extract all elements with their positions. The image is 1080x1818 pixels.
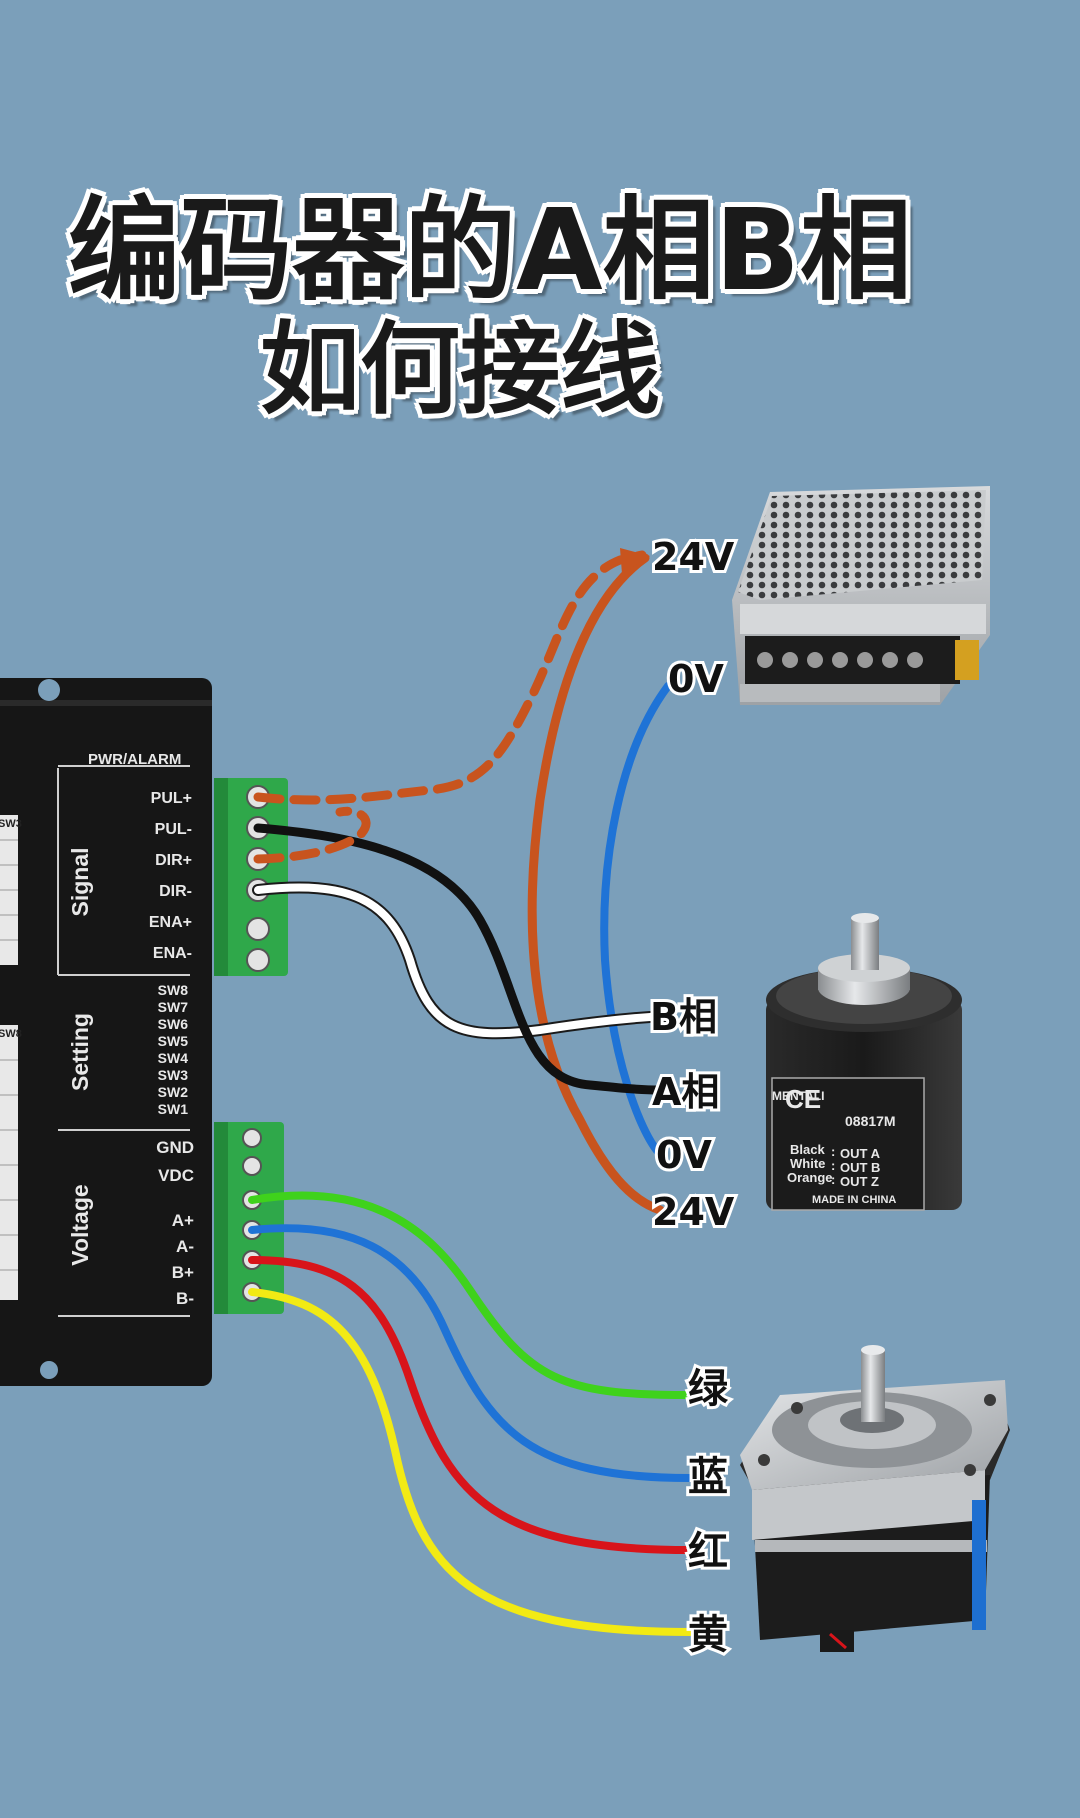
pin-label: PUL+ bbox=[151, 790, 192, 807]
setting-section-label: Setting bbox=[67, 1013, 93, 1091]
wire-color-label: White bbox=[790, 1156, 825, 1171]
pin-label: DIR- bbox=[159, 883, 192, 900]
wire-black-a-phase bbox=[253, 823, 665, 1095]
voltage-section-label: Voltage bbox=[67, 1184, 93, 1265]
switch-label: SW7 bbox=[158, 999, 189, 1015]
label-blue: 蓝 bbox=[688, 1454, 728, 1500]
output-label: OUT B bbox=[840, 1160, 880, 1175]
wire-orange-24v bbox=[527, 553, 665, 1215]
encoder-brand: MENTALI bbox=[772, 1089, 824, 1103]
output-label: OUT Z bbox=[840, 1174, 879, 1189]
label-24v-encoder: 24V bbox=[652, 1190, 735, 1234]
separator: : bbox=[831, 1172, 835, 1187]
power-supply bbox=[732, 486, 990, 705]
switch-label: SW8 bbox=[158, 982, 189, 998]
label-0v-encoder: 0V bbox=[656, 1133, 712, 1177]
side-mark: SW8 bbox=[0, 1028, 22, 1040]
output-label: OUT A bbox=[840, 1146, 881, 1161]
wire-blue bbox=[248, 1224, 694, 1482]
rotary-encoder: CE MENTALI 08817M Black : OUT A White : … bbox=[766, 913, 962, 1211]
label-0v-supply: 0V bbox=[668, 657, 724, 701]
made-in-label: MADE IN CHINA bbox=[812, 1194, 896, 1206]
switch-label: SW4 bbox=[158, 1050, 189, 1066]
separator: : bbox=[831, 1144, 835, 1159]
wires bbox=[248, 548, 694, 1636]
separator: : bbox=[831, 1158, 835, 1173]
mount-hole bbox=[40, 1361, 58, 1379]
ce-mark: CE bbox=[785, 1084, 821, 1114]
pin-label: GND bbox=[156, 1138, 194, 1157]
mount-hole bbox=[38, 679, 60, 701]
pin-label: ENA+ bbox=[149, 914, 192, 931]
pin-label: A- bbox=[176, 1237, 194, 1256]
switch-label: SW6 bbox=[158, 1016, 189, 1032]
title-line-1: 编码器的A相B相 bbox=[67, 186, 913, 316]
wire-yellow bbox=[248, 1288, 694, 1636]
title-line-2: 如何接线 bbox=[260, 311, 660, 428]
wire-blue-0v bbox=[600, 682, 672, 1156]
wire-red bbox=[248, 1256, 694, 1554]
power-motor-terminal-block bbox=[214, 1122, 284, 1314]
label-a-phase: A相 bbox=[652, 1070, 719, 1114]
switch-label: SW1 bbox=[158, 1101, 189, 1117]
label-yellow: 黄 bbox=[688, 1612, 728, 1658]
signal-section-label: Signal bbox=[67, 847, 93, 916]
label-b-phase: B相 bbox=[650, 995, 717, 1039]
switch-label: SW2 bbox=[158, 1084, 189, 1100]
pin-label: ENA- bbox=[153, 945, 192, 962]
label-red: 红 bbox=[688, 1529, 728, 1575]
wire-orange-dashed-pul bbox=[253, 550, 647, 805]
pwr-alarm-label: PWR/ALARM bbox=[88, 751, 181, 768]
wire-color-label: Black bbox=[790, 1142, 825, 1157]
label-24v-supply: 24V bbox=[652, 535, 735, 579]
pin-label: VDC bbox=[158, 1166, 194, 1185]
encoder-model: 08817M bbox=[845, 1113, 896, 1129]
switch-label: SW3 bbox=[158, 1067, 189, 1083]
wire-orange-dashed-dir bbox=[253, 806, 371, 864]
wire-green bbox=[248, 1191, 694, 1399]
pin-label: PUL- bbox=[155, 821, 192, 838]
stepper-driver: SW3 SW8 PWR/ALARM Signal Setting Voltage… bbox=[0, 678, 288, 1386]
signal-terminal-block bbox=[214, 778, 288, 976]
pin-label: B- bbox=[176, 1289, 194, 1308]
side-mark: SW3 bbox=[0, 818, 22, 830]
pin-label: B+ bbox=[172, 1263, 194, 1282]
pin-label: A+ bbox=[172, 1211, 194, 1230]
wire-white-b-phase bbox=[254, 883, 669, 1038]
pin-label: DIR+ bbox=[155, 852, 192, 869]
label-green: 绿 bbox=[688, 1366, 729, 1412]
stepper-motor bbox=[740, 1345, 1010, 1652]
switch-label: SW5 bbox=[158, 1033, 189, 1049]
wire-color-label: Orange bbox=[787, 1170, 833, 1185]
